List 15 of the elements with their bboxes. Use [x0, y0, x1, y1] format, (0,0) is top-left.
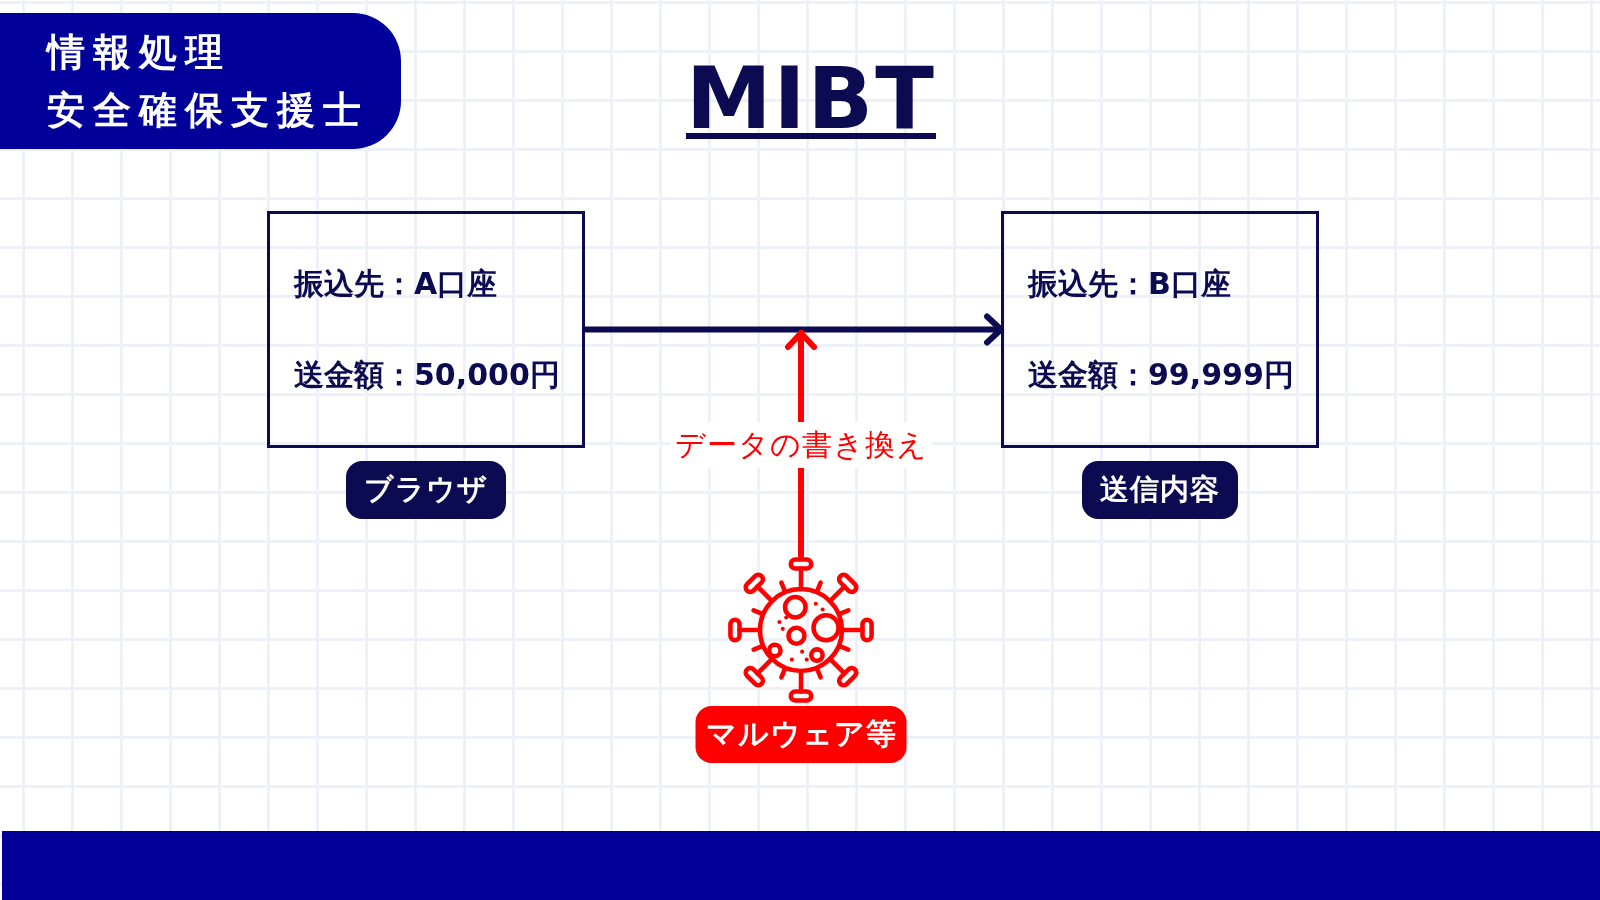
- box-text: 送金額：99,999円: [1028, 355, 1294, 394]
- box-text: 振込先：B口座: [1028, 265, 1231, 304]
- caption-tag: 送信内容: [1082, 461, 1238, 519]
- virus-icon: [727, 556, 875, 704]
- box-text: 振込先：A口座: [294, 265, 498, 304]
- caption-tag: ブラウザ: [346, 461, 506, 519]
- header-text: 情報処理: [47, 29, 231, 76]
- info-box: [267, 211, 585, 448]
- title: MIBT: [686, 65, 936, 139]
- edge-label: データの書き換え: [670, 421, 932, 468]
- info-box: [1001, 211, 1319, 448]
- box-text: 送金額：50,000円: [294, 355, 560, 394]
- arrow: [582, 313, 1004, 346]
- header-text: 安全確保支援士: [47, 87, 369, 134]
- caption-tag: マルウェア等: [695, 706, 907, 763]
